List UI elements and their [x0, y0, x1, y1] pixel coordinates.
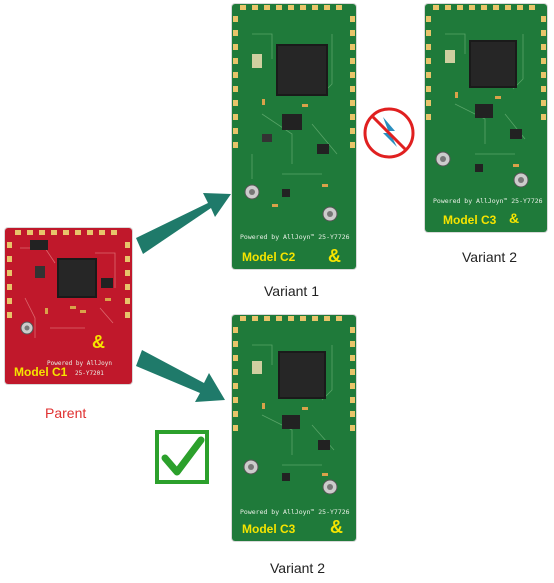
parent-silkscreen-line1: Powered by AllJoyn	[47, 360, 113, 367]
crossed-out-symbol-icon	[361, 105, 417, 161]
arrow-up-shape	[136, 193, 231, 254]
variant2-bottom-model-label: Model C3	[242, 522, 296, 536]
variant2-bottom-caption: Variant 2	[270, 560, 325, 576]
variant2-top-ampersand: &	[509, 210, 520, 226]
variant2-top-silkscreen: Powered by AllJoyn™ 25-Y7726	[433, 197, 543, 205]
parent-model-label: Model C1	[14, 365, 68, 379]
parent-silkscreen-line2: 25-Y7201	[75, 370, 104, 377]
parent-caption: Parent	[45, 405, 87, 421]
variant2-bottom-board: Powered by AllJoyn™ 25-Y7726 Model C3 &	[232, 315, 356, 541]
variant1-board-artwork	[232, 4, 356, 269]
variant1-model-label: Model C2	[242, 250, 296, 264]
variant2-bottom-ampersand: &	[330, 517, 343, 537]
variant1-silkscreen: Powered by AllJoyn™ 25-Y7726	[240, 233, 350, 241]
parent-board-artwork	[5, 228, 132, 384]
variant1-ampersand: &	[328, 246, 341, 266]
variant1-board: Powered by AllJoyn™ 25-Y7726 Model C2 &	[232, 4, 356, 269]
check-mark-icon	[155, 430, 209, 484]
variant2-bottom-board-artwork	[232, 315, 356, 541]
variant1-caption: Variant 1	[264, 283, 319, 299]
variant2-top-board-artwork	[425, 4, 547, 232]
variant2-top-caption: Variant 2	[462, 249, 517, 265]
parent-board: & Powered by AllJoyn 25-Y7201 Model C1	[5, 228, 132, 384]
parent-ampersand: &	[92, 332, 105, 352]
variant2-top-board: Powered by AllJoyn™ 25-Y7726 Model C3 &	[425, 4, 547, 232]
arrow-down-shape	[136, 350, 225, 402]
variant2-bottom-silkscreen: Powered by AllJoyn™ 25-Y7726	[240, 508, 350, 516]
variant2-top-model-label: Model C3	[443, 213, 497, 227]
